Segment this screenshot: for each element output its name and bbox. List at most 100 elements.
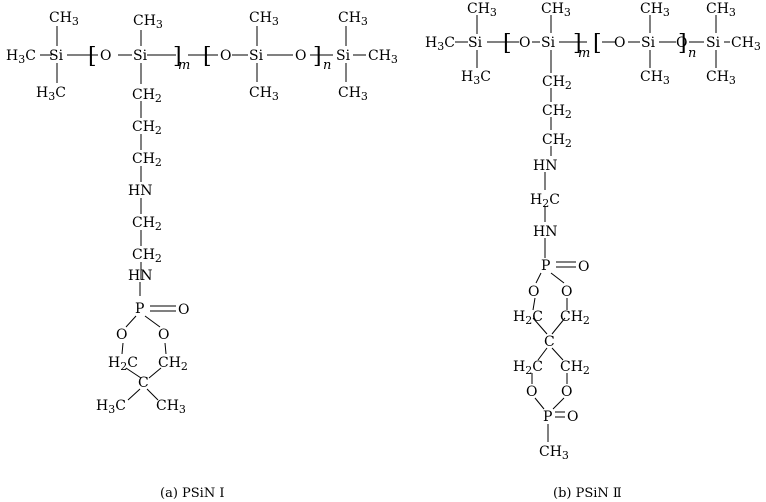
svg-text:Si: Si	[49, 48, 64, 64]
svg-text:H2C: H2C	[108, 355, 138, 373]
methyl-label: CH	[338, 85, 361, 101]
atom-si-n: Si	[641, 35, 656, 51]
methylene-label: CH	[542, 132, 565, 148]
svg-text:CH3: CH3	[539, 444, 569, 462]
close-bracket-m: ]	[173, 44, 182, 69]
svg-text:O: O	[100, 48, 111, 64]
svg-text:CH2: CH2	[560, 309, 590, 327]
atom-o: O	[220, 48, 231, 64]
structure-b-chain: CH2 CH2 CH2 HN H2C HN	[530, 74, 572, 240]
svg-text:CH3: CH3	[706, 69, 736, 87]
amine-label: HN	[533, 158, 557, 174]
svg-text:P: P	[135, 301, 144, 317]
structure-b-bonds	[455, 15, 730, 442]
methylene-label: CH	[560, 359, 583, 375]
svg-text:H2C: H2C	[513, 309, 543, 327]
atom-o: O	[676, 35, 687, 51]
svg-text:CH3: CH3	[338, 10, 368, 28]
methylene-label: CH	[132, 215, 155, 231]
atom-p: P	[543, 409, 552, 425]
svg-text:Si: Si	[468, 35, 483, 51]
svg-text:CH3: CH3	[368, 48, 398, 66]
svg-text:CH3: CH3	[640, 1, 670, 19]
svg-text:CH3: CH3	[640, 69, 670, 87]
svg-text:CH3: CH3	[338, 85, 368, 103]
amine-label: HN	[128, 268, 152, 284]
methyl-label: CH	[640, 69, 663, 85]
svg-text:Si: Si	[249, 48, 264, 64]
atom-o: O	[528, 284, 539, 300]
svg-text:O: O	[519, 35, 530, 51]
atom-o: O	[561, 384, 572, 400]
methylene-label: CH	[158, 355, 181, 371]
svg-text:H3C: H3C	[6, 48, 36, 66]
atom-si-terminal-left: Si	[49, 48, 64, 64]
close-bracket-n: ]	[678, 31, 687, 56]
atom-si-terminal-right: Si	[336, 48, 351, 64]
svg-text:O: O	[526, 384, 537, 400]
structure-b-rings: P O O O H2C CH2 C H2C CH2 O O P O CH3	[513, 258, 590, 462]
atom-c: C	[138, 375, 149, 391]
svg-text:O: O	[528, 284, 539, 300]
open-bracket-n: [	[203, 44, 212, 69]
structure-a-methyls: CH3 H3C H3C CH3 CH3 CH3 CH3 CH3 CH3	[6, 10, 398, 103]
methyl-label: H	[36, 85, 48, 101]
svg-text:Si: Si	[641, 35, 656, 51]
svg-text:CH2: CH2	[132, 119, 162, 137]
open-bracket-n: [	[593, 31, 602, 56]
repeat-index-n: n	[323, 58, 331, 73]
svg-text:O: O	[561, 384, 572, 400]
atom-o: O	[158, 327, 169, 343]
structure-a-brackets: [ ] [ ]	[88, 44, 322, 69]
methyl-label: H	[96, 398, 108, 414]
svg-text:CH3: CH3	[133, 13, 163, 31]
svg-text:C: C	[138, 375, 149, 391]
svg-text:CH2: CH2	[132, 151, 162, 169]
svg-text:CH3: CH3	[541, 1, 571, 19]
methyl-label: CH	[156, 398, 179, 414]
structure-a-backbone: Si O Si O Si O Si	[49, 48, 351, 64]
caption-a: (a) PSiN Ⅰ	[160, 486, 224, 501]
structure-psin-2: [ ] [ ] m n Si O Si O Si O Si CH3 H3C H3…	[425, 1, 761, 501]
svg-text:P: P	[543, 409, 552, 425]
svg-text:HN: HN	[533, 158, 557, 174]
methylene-label: CH	[132, 151, 155, 167]
svg-text:H3C: H3C	[36, 85, 66, 103]
methyl-label: CH	[249, 85, 272, 101]
svg-text:CH2: CH2	[158, 355, 188, 373]
structure-b-backbone: Si O Si O Si O Si	[468, 35, 721, 51]
svg-text:H2C: H2C	[530, 192, 560, 210]
structure-psin-1: [ ] [ ] m n Si O Si O Si O Si CH3 H3C H3…	[6, 10, 398, 501]
repeat-index-m: m	[178, 58, 190, 73]
open-bracket-m: [	[88, 44, 97, 69]
svg-text:O: O	[561, 284, 572, 300]
structure-a-bonds	[40, 26, 366, 401]
methylene-label: CH	[560, 309, 583, 325]
atom-o: O	[561, 284, 572, 300]
svg-text:CH2: CH2	[542, 103, 572, 121]
atom-o: O	[178, 302, 189, 318]
structure-a-ring: P O O O H2C CH2 C H3C CH3	[96, 301, 189, 416]
svg-text:P: P	[541, 258, 550, 274]
svg-text:CH3: CH3	[706, 1, 736, 19]
methylene-label: H	[513, 359, 525, 375]
atom-o: O	[295, 48, 306, 64]
svg-text:CH2: CH2	[132, 215, 162, 233]
atom-o: O	[614, 35, 625, 51]
svg-text:O: O	[158, 327, 169, 343]
methylene-label: CH	[542, 74, 565, 90]
atom-si-terminal-right: Si	[706, 35, 721, 51]
svg-text:HN: HN	[128, 183, 152, 199]
svg-text:H3C: H3C	[461, 69, 491, 87]
atom-c: C	[544, 334, 555, 350]
svg-text:HN: HN	[128, 268, 152, 284]
methyl-label: CH	[338, 10, 361, 26]
methyl-label: CH	[467, 1, 490, 17]
methyl-label: CH	[368, 48, 391, 64]
atom-si-m: Si	[133, 48, 148, 64]
repeat-index-n: n	[688, 46, 696, 61]
svg-text:O: O	[567, 409, 578, 425]
atom-si-m: Si	[541, 35, 556, 51]
svg-text:O: O	[178, 302, 189, 318]
